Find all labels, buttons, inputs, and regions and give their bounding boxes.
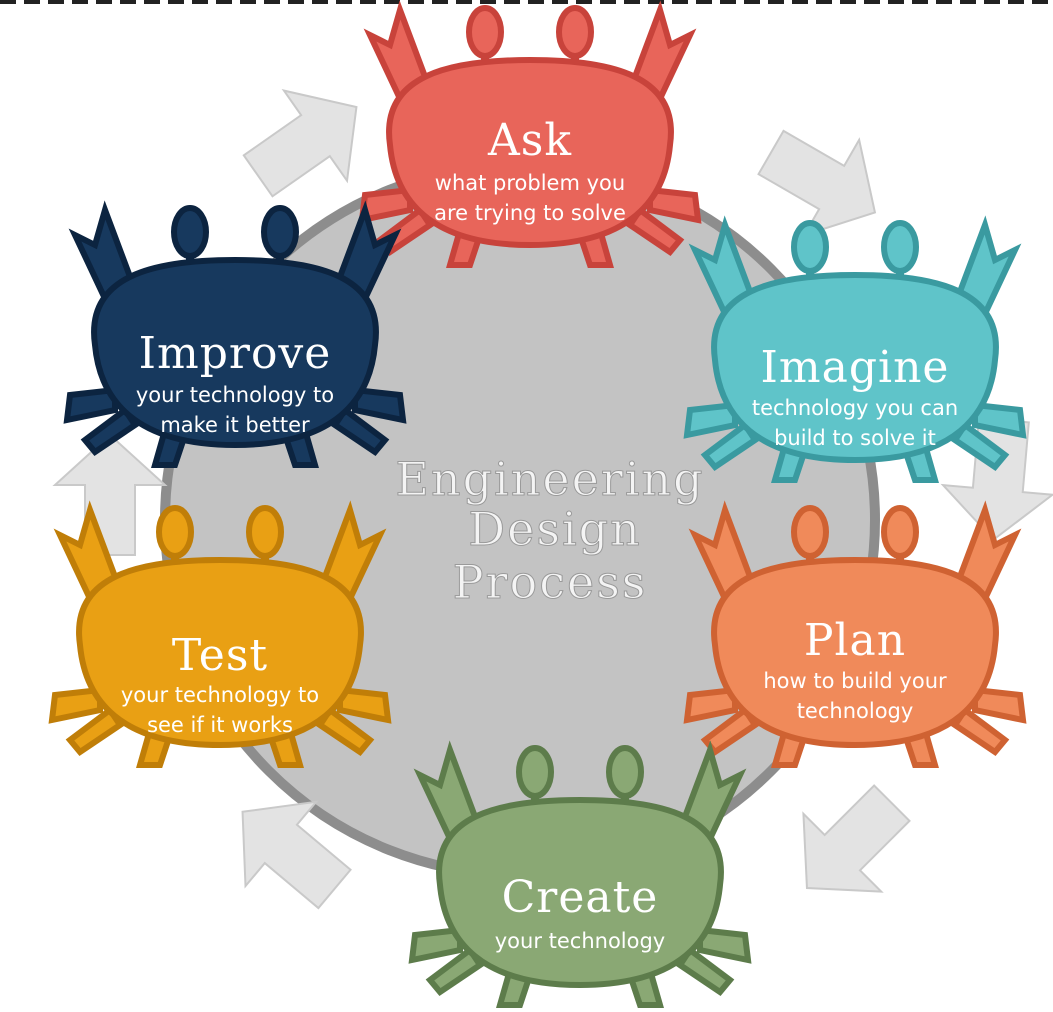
center-title: Engineering Design Process bbox=[395, 452, 704, 610]
plan-line1: how to build your bbox=[763, 669, 947, 693]
ask-line1: what problem you bbox=[435, 171, 625, 195]
create-line1: your technology bbox=[495, 929, 666, 953]
plan-line2: technology bbox=[797, 699, 914, 723]
test-line1: your technology to bbox=[121, 683, 319, 707]
plan-title: Plan bbox=[804, 615, 906, 666]
ask-line2: are trying to solve bbox=[434, 201, 626, 225]
crab-create: Create your technology bbox=[412, 748, 748, 1005]
ask-title: Ask bbox=[487, 115, 572, 166]
dashed-border bbox=[0, 0, 1053, 4]
center-title-line1: Engineering bbox=[395, 452, 704, 506]
crab-test: Test your technology to see if it works bbox=[52, 508, 388, 765]
imagine-line2: build to solve it bbox=[774, 426, 936, 450]
test-line2: see if it works bbox=[147, 713, 293, 737]
test-title: Test bbox=[172, 630, 268, 681]
improve-line2: make it better bbox=[160, 413, 310, 437]
imagine-title: Imagine bbox=[761, 342, 950, 393]
improve-title: Improve bbox=[139, 328, 332, 379]
crab-imagine: Imagine technology you can build to solv… bbox=[687, 223, 1023, 480]
arrow-plan-to-create bbox=[767, 763, 932, 928]
crab-ask: Ask what problem you are trying to solve bbox=[362, 8, 698, 265]
crab-improve: Improve your technology to make it bette… bbox=[67, 208, 403, 465]
arrow-test-to-improve bbox=[54, 434, 166, 556]
center-title-line3: Process bbox=[453, 555, 648, 609]
center-title-line2: Design bbox=[468, 502, 642, 556]
imagine-line1: technology you can bbox=[752, 396, 958, 420]
improve-line1: your technology to bbox=[136, 383, 334, 407]
crab-plan: Plan how to build your technology bbox=[687, 508, 1023, 765]
create-title: Create bbox=[502, 872, 659, 923]
